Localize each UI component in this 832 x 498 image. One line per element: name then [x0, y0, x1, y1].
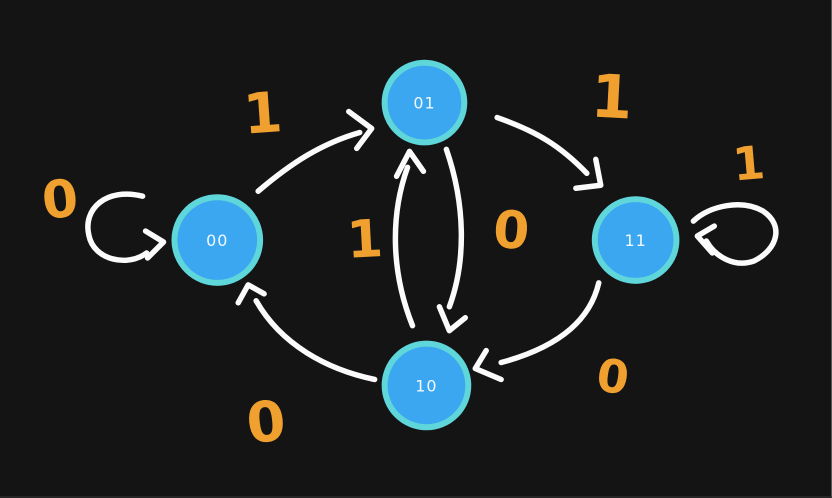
edge-10-to-01-arrowhead[interactable]: [393, 148, 427, 180]
edge-00-self-loop-arrowhead[interactable]: [142, 228, 167, 261]
edge-11-to-10[interactable]: [498, 280, 602, 366]
state-circle-10[interactable]: [381, 340, 472, 431]
edge-label-00-to-01[interactable]: 1: [241, 80, 284, 148]
state-node-00[interactable]: 00: [171, 194, 264, 286]
edge-label-10-to-00[interactable]: 0: [243, 388, 288, 457]
edge-01-to-11[interactable]: [494, 114, 590, 177]
state-label-10: 10: [415, 376, 437, 395]
edge-01-to-11-arrowhead[interactable]: [573, 156, 604, 191]
state-label-01: 01: [413, 94, 435, 113]
state-circle-01[interactable]: [381, 59, 468, 146]
state-node-11[interactable]: 11: [591, 196, 680, 284]
edge-10-to-00[interactable]: [253, 298, 378, 383]
edge-label-10-to-01[interactable]: 1: [345, 209, 384, 271]
edge-00-to-01-arrowhead[interactable]: [346, 108, 375, 152]
edge-10-to-01[interactable]: [392, 164, 416, 329]
state-node-10[interactable]: 10: [381, 340, 472, 431]
edge-01-to-10[interactable]: [443, 146, 465, 310]
state-label-11: 11: [624, 231, 646, 250]
edge-label-00-self[interactable]: 0: [39, 168, 81, 231]
edge-11-to-10-arrowhead[interactable]: [472, 347, 504, 383]
edge-00-to-01[interactable]: [255, 129, 363, 194]
state-circle-11[interactable]: [591, 196, 680, 284]
edge-00-self-loop[interactable]: [85, 191, 150, 263]
edge-label-11-to-10[interactable]: 0: [593, 348, 632, 406]
edge-01-to-10-arrowhead[interactable]: [436, 304, 469, 334]
state-node-01[interactable]: 01: [381, 59, 468, 146]
state-label-00: 00: [206, 231, 228, 250]
edge-11-self-loop[interactable]: [690, 202, 779, 266]
edge-label-01-to-10[interactable]: 0: [491, 200, 531, 262]
edge-11-self-loop-arrowhead[interactable]: [694, 223, 718, 256]
edge-10-to-00-arrowhead[interactable]: [235, 282, 267, 306]
edge-label-11-self[interactable]: 1: [731, 135, 767, 192]
state-circle-00[interactable]: [171, 194, 264, 286]
edge-label-01-to-11[interactable]: 1: [589, 63, 634, 134]
